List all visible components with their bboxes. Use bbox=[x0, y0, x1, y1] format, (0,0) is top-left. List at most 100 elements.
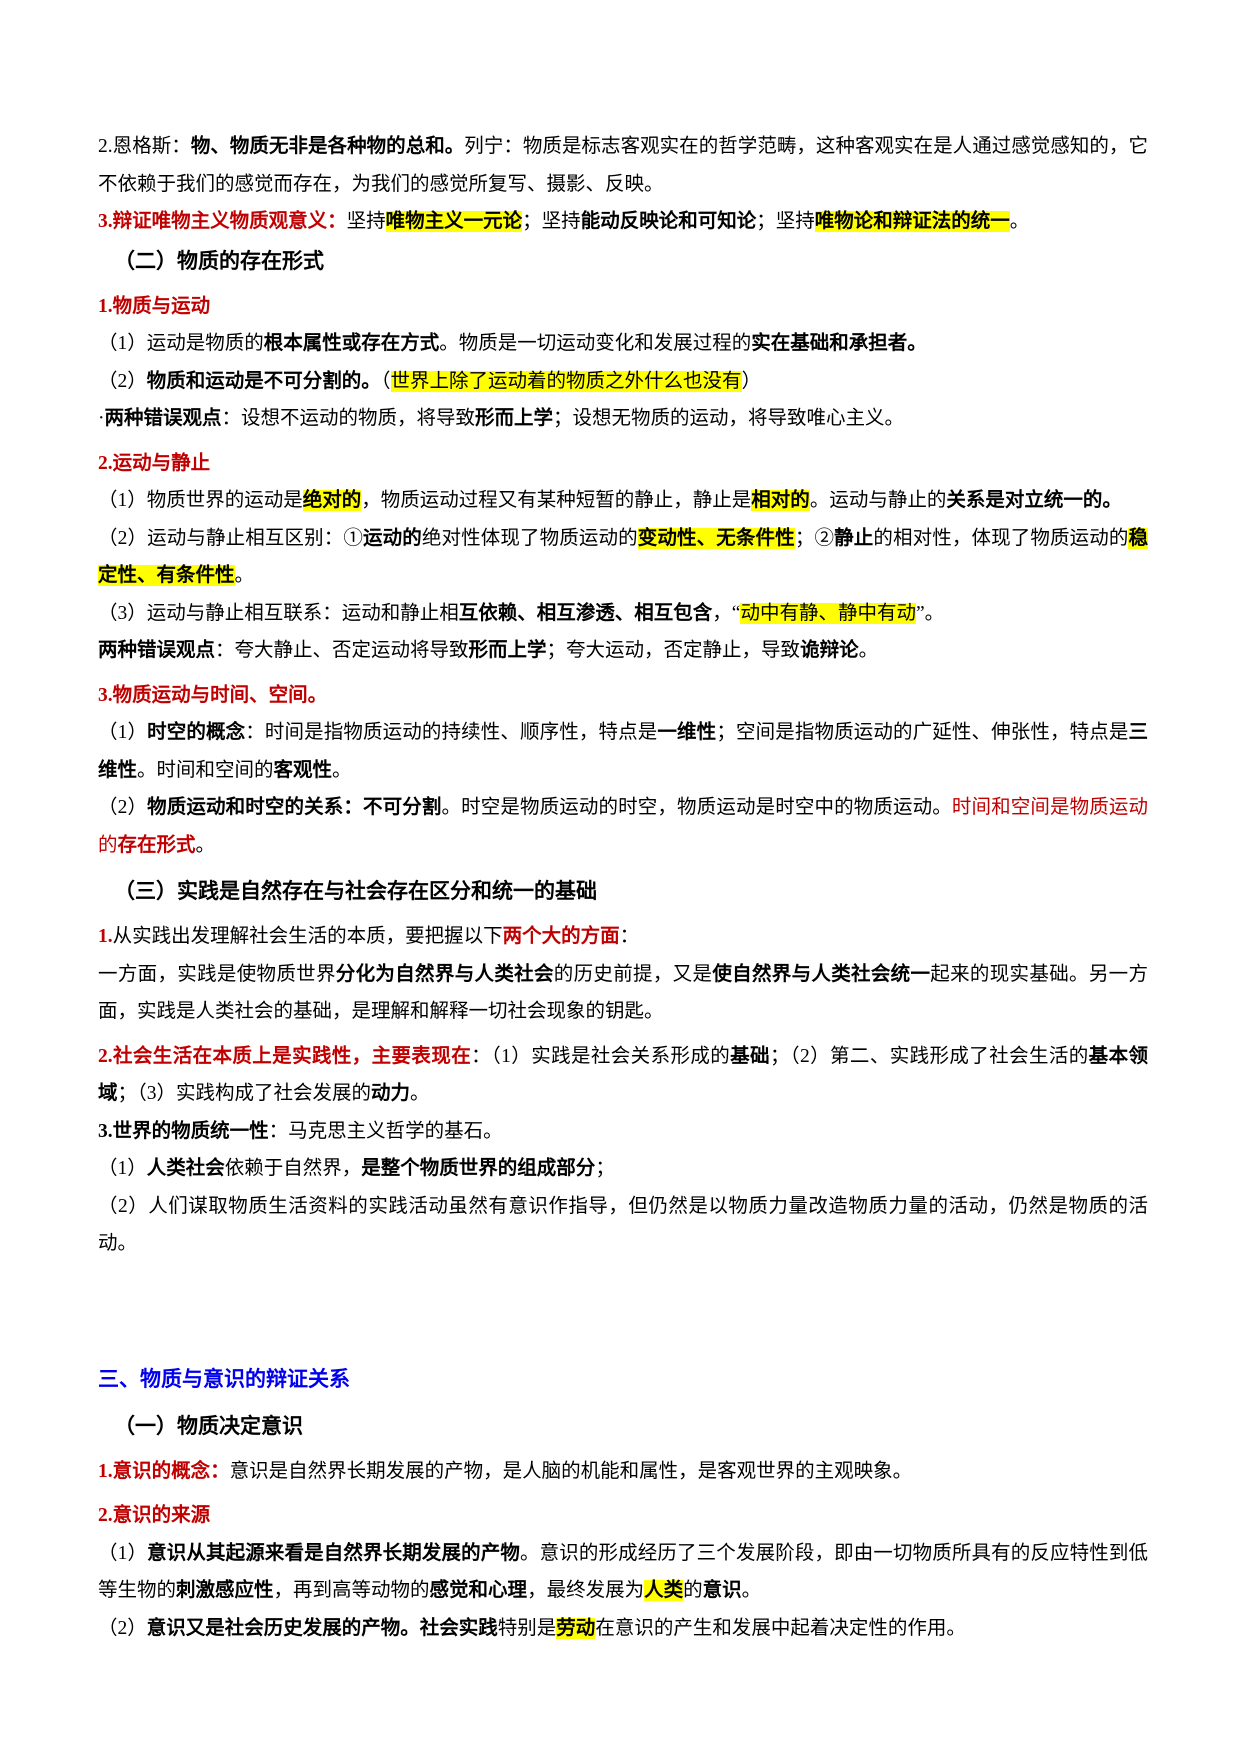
spacer bbox=[98, 1446, 1148, 1453]
bullet-dot: · bbox=[98, 408, 105, 429]
highlight-labor: 劳动 bbox=[556, 1617, 596, 1639]
mc-text-3: ”。 bbox=[915, 602, 945, 624]
mm-text-2: 。物质是一切运动变化和发展过程的 bbox=[439, 333, 752, 354]
st-text-3: ；空间是指物质运动的广延性、伸张性，特点是 bbox=[716, 722, 1129, 743]
bold-part-of-material-world: 是整个物质世界的组成部分 bbox=[361, 1158, 596, 1179]
co-text-1: （1） bbox=[98, 1542, 148, 1564]
bold-reflection-theory: 能动反映论和可知论 bbox=[580, 211, 757, 232]
co-text-6: 。 bbox=[741, 1580, 762, 1601]
tw-text-2: ；设想无物质的运动，将导致唯心主义。 bbox=[553, 408, 905, 429]
paragraph-engels-lenin: 2.恩格斯：物、物质无非是各种物的总和。列宁：物质是标志客观实在的哲学范畴，这种… bbox=[98, 128, 1148, 203]
spacer bbox=[98, 1399, 1148, 1406]
md-text-4: 的相对性，体现了物质运动的 bbox=[873, 527, 1129, 549]
hs-text-3: ； bbox=[595, 1158, 615, 1179]
bold-objectivity: 客观性 bbox=[273, 759, 333, 781]
engels-bold-quote: 物、物质无非是各种物的总和。 bbox=[190, 136, 465, 157]
sr-text-3: 。 bbox=[195, 834, 216, 856]
highlight-monism: 唯物主义一元论 bbox=[385, 211, 523, 232]
highlight-relative: 相对的 bbox=[751, 490, 810, 511]
highlight-nothing-but-moving-matter: 世界上除了运动着的物质之外什么也没有 bbox=[390, 370, 742, 392]
sig-text-3: ；坚持 bbox=[756, 211, 815, 232]
spacer bbox=[98, 1490, 1148, 1497]
mr-text-2: ，物质运动过程又有某种短暂的静止，静止是 bbox=[361, 490, 752, 511]
red-bold-form-of-existence: 存在形式 bbox=[117, 834, 196, 856]
bold-consciousness-product-of-nature: 意识从其起源来看是自然界长期发展的产物 bbox=[147, 1542, 521, 1564]
slp-text-1: ：（1）实践是社会关系形成的 bbox=[471, 1045, 731, 1067]
mi-text-1: （2） bbox=[98, 370, 147, 392]
bold-basic-domains: 基本领域 bbox=[98, 1045, 1148, 1105]
paragraph-two-wrong-views-1: ·两种错误观点：设想不运动的物质，将导致形而上学；设想无物质的运动，将导致唯心主… bbox=[98, 400, 1148, 438]
md-text-1: （2）运动与静止相互区别：① bbox=[98, 527, 364, 549]
co-text-2: 。意识的形成经历了三个发展阶段，即由一切物质所具有的反应特性到低等生物的 bbox=[98, 1542, 1148, 1602]
highlight-unity-materialism-dialectics: 唯物论和辩证法的统一 bbox=[814, 211, 1010, 232]
heading-source-of-consciousness: 2.意识的来源 bbox=[98, 1505, 211, 1526]
md-text-2: 绝对性体现了物质运动的 bbox=[421, 527, 638, 549]
sig-text-4: 。 bbox=[1009, 211, 1030, 232]
oa-text-3: 起来的现实基础。另一方面，实践是人类社会的基础，是理解和解释一切社会现象的钥匙。 bbox=[98, 963, 1148, 1023]
heading-matter-and-motion: 1.物质与运动 bbox=[98, 295, 211, 317]
heading-section-two: （二）物质的存在形式 bbox=[114, 248, 324, 273]
spacer bbox=[98, 864, 1148, 871]
highlight-motion-in-rest: 动中有静、静中有动 bbox=[740, 602, 916, 624]
co-text-4: ，最终发展为 bbox=[527, 1580, 645, 1601]
sr-text-1: （2） bbox=[98, 797, 148, 818]
bold-differentiation-nature-society: 分化为自然界与人类社会 bbox=[335, 963, 554, 985]
bold-foundation: 基础 bbox=[730, 1045, 770, 1067]
tw2-text-1: ：夸大静止、否定运动将导致 bbox=[215, 640, 469, 661]
engels-label: 2.恩格斯： bbox=[98, 136, 191, 157]
heading-3-significance: 3.辩证唯物主义物质观意义： bbox=[98, 211, 347, 232]
bold-sophistry: 诡辩论 bbox=[800, 640, 859, 661]
paragraph-spacetime-relation: （2）物质运动和时空的关系：不可分割。时空是物质运动的时空，物质运动是时空中的物… bbox=[98, 789, 1148, 864]
paragraph-motion-rest-connection: （3）运动与静止相互联系：运动和静止相互依赖、相互渗透、相互包含，“动中有静、静… bbox=[98, 595, 1148, 633]
bold-metaphysics-2: 形而上学 bbox=[468, 640, 547, 661]
highlight-variability-unconditional: 变动性、无条件性 bbox=[637, 527, 795, 549]
co-text-3: ，再到高等动物的 bbox=[273, 1580, 430, 1601]
spacer bbox=[98, 281, 1148, 288]
spacer bbox=[98, 438, 1148, 445]
st-text-2: ：时间是指物质运动的持续性、顺序性，特点是 bbox=[245, 722, 658, 743]
tma-text-1: 从实践出发理解社会生活的本质，要把握以下 bbox=[112, 926, 503, 947]
heading-three-matter-consciousness: 三、物质与意识的辩证关系 bbox=[98, 1366, 350, 1391]
st-text-4: 。时间和空间的 bbox=[137, 759, 274, 781]
paragraph-consciousness-origin-nature: （1）意识从其起源来看是自然界长期发展的产物。意识的形成经历了三个发展阶段，即由… bbox=[98, 1535, 1148, 1610]
muw-text-1: ：马克思主义哲学的基石。 bbox=[268, 1120, 503, 1142]
tw-text-1: ：设想不运动的物质，将导致 bbox=[221, 408, 476, 429]
mm-text-1: （1）运动是物质的 bbox=[98, 333, 264, 354]
slp-text-3: ；（3）实践构成了社会发展的 bbox=[117, 1083, 372, 1104]
paragraph-motion-fundamental-attribute: （1）运动是物质的根本属性或存在方式。物质是一切运动变化和发展过程的实在基础和承… bbox=[98, 325, 1148, 363]
bold-fundamental-attribute: 根本属性或存在方式 bbox=[263, 333, 440, 354]
st-text-5: 。 bbox=[332, 759, 352, 781]
paragraph-practical-activity-material: （2）人们谋取物质生活资料的实践活动虽然有意识作指导，但仍然是以物质力量改造物质… bbox=[98, 1188, 1148, 1263]
mc-text-1: （3）运动与静止相互联系：运动和静止相 bbox=[98, 602, 459, 624]
bold-unity-of-opposites: 关系是对立统一的。 bbox=[946, 490, 1122, 511]
md-text-5: 。 bbox=[234, 565, 255, 586]
heading-section-one-matter-determines: （一）物质决定意识 bbox=[114, 1413, 303, 1438]
paragraph-consciousness-social-history: （2）意识又是社会历史发展的产物。社会实践特别是劳动在意识的产生和发展中起着决定… bbox=[98, 1610, 1148, 1648]
tw2-text-3: 。 bbox=[858, 640, 879, 661]
highlight-humankind: 人类 bbox=[644, 1580, 684, 1601]
mi-text-2: （ bbox=[380, 370, 391, 392]
co-text-5: 的 bbox=[683, 1580, 703, 1601]
tw2-text-2: ；夸大运动，否定静止，导致 bbox=[546, 640, 801, 661]
heading-motion-time-space: 3.物质运动与时间、空间。 bbox=[98, 684, 328, 706]
sig-text-1: 坚持 bbox=[346, 211, 386, 232]
spacer-large bbox=[98, 1263, 1148, 1359]
bold-rest: 静止 bbox=[834, 527, 874, 549]
red-bold-social-life-practical: 2.社会生活在本质上是实践性，主要表现在 bbox=[98, 1045, 472, 1067]
bold-human-society: 人类社会 bbox=[146, 1158, 225, 1179]
pam-text-1: （2）人们谋取物质生活资料的实践活动虽然有意识作指导，但仍然是以物质力量改造物质… bbox=[98, 1195, 1148, 1255]
bold-consciousness: 意识 bbox=[702, 1580, 742, 1601]
paragraph-material-unity-of-world: 3.世界的物质统一性：马克思主义哲学的基石。 bbox=[98, 1113, 1148, 1151]
mi-text-3: ） bbox=[741, 370, 762, 392]
paragraph-motion-rest-distinction: （2）运动与静止相互区别：①运动的绝对性体现了物质运动的变动性、无条件性；②静止… bbox=[98, 520, 1148, 595]
mr-text-1: （1）物质世界的运动是 bbox=[98, 490, 303, 511]
md-text-3: ；② bbox=[794, 527, 835, 549]
mr-text-3: 。运动与静止的 bbox=[809, 490, 947, 511]
cs-text-2: 特别是 bbox=[497, 1617, 557, 1639]
bold-unify-nature-society: 使自然界与人类社会统一 bbox=[712, 963, 931, 985]
red-number-1: 1. bbox=[98, 926, 113, 947]
bold-inseparable: 物质和运动是不可分割的。 bbox=[146, 370, 381, 392]
document-body: 2.恩格斯：物、物质无非是各种物的总和。列宁：物质是标志客观实在的哲学范畴，这种… bbox=[98, 128, 1148, 1647]
lenin-definition: 列宁：物质是标志客观实在的哲学范畴，这种客观实在是人通过感觉感知的，它不依赖于我… bbox=[98, 136, 1148, 195]
oa-text-1: 一方面，实践是使物质世界 bbox=[98, 963, 336, 985]
